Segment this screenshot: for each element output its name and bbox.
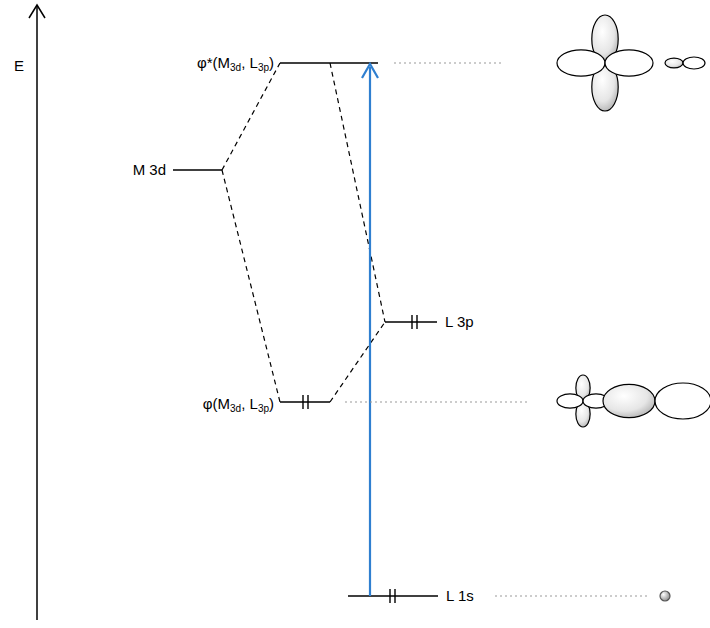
s-orbital — [660, 591, 670, 601]
orbital-pictures — [557, 15, 710, 601]
orbital-lobe — [603, 384, 655, 417]
transition-arrow — [362, 64, 378, 596]
electron-pairs — [303, 315, 417, 603]
correlation-lines — [222, 63, 385, 402]
dotted-leaders — [345, 63, 650, 596]
orbital-label: φ*(M3d, L3p) — [197, 55, 274, 72]
orbital-lobe — [557, 394, 583, 408]
orbital-lobe — [557, 50, 605, 76]
energy-levels — [173, 63, 438, 596]
orbital-lobe — [665, 58, 683, 68]
orbital-label: φ(M3d, L3p) — [203, 396, 274, 413]
orbital-lobe — [605, 50, 653, 76]
orbital-label: M 3d — [133, 162, 166, 179]
axis-label: E — [14, 58, 24, 75]
orbital-label: L 3p — [445, 314, 474, 331]
orbital-label: L 1s — [446, 588, 474, 605]
orbital-lobe — [683, 57, 705, 69]
orbital-lobe — [655, 383, 710, 419]
energy-axis — [29, 5, 45, 620]
